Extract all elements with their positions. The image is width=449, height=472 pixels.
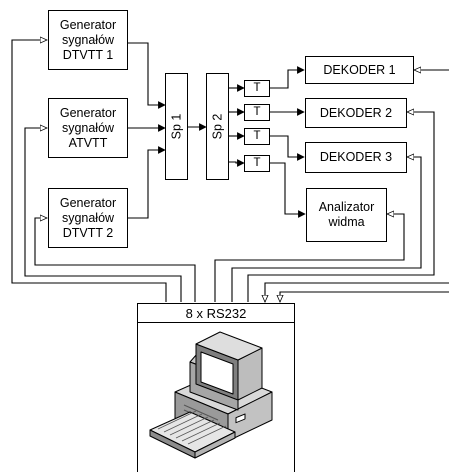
desktop-computer-icon xyxy=(150,332,272,458)
